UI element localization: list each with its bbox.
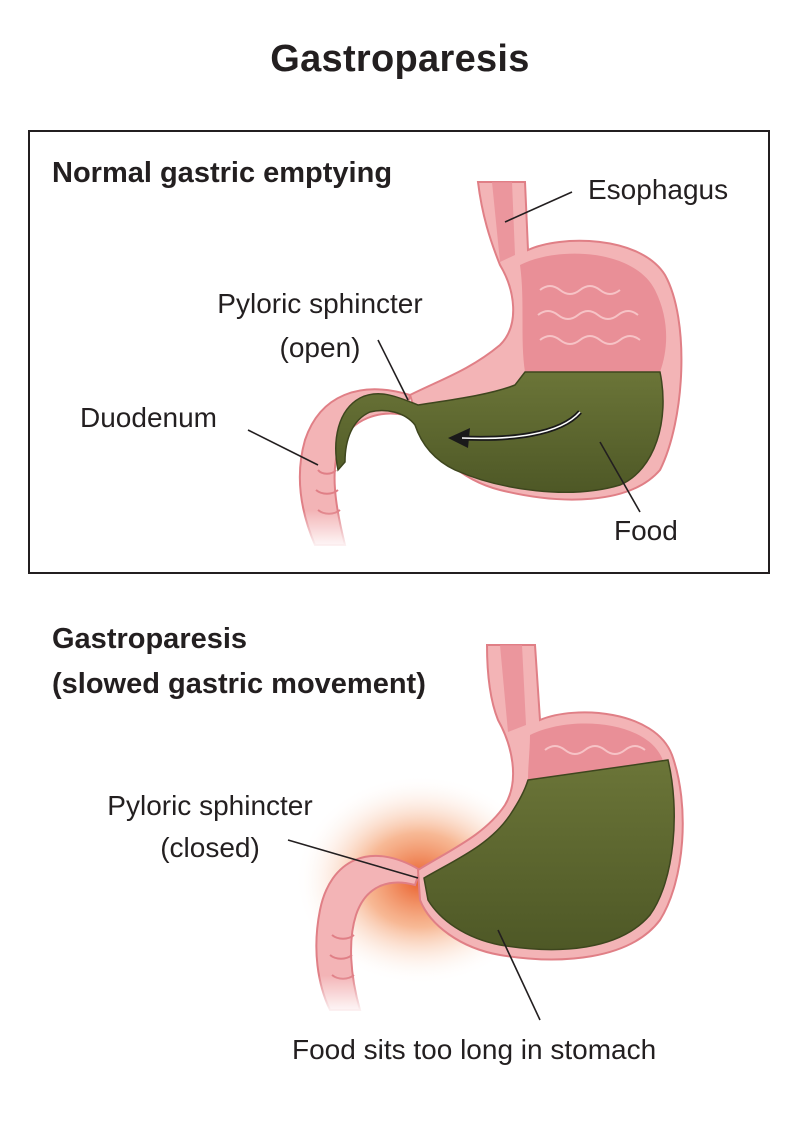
food-sits-label: Food sits too long in stomach <box>292 1034 657 1065</box>
normal-emptying-panel <box>28 130 770 574</box>
food-mass-retained <box>423 759 675 951</box>
normal-leader-lines <box>247 191 641 513</box>
pyloric-sphincter-label: Pyloric sphincter <box>217 288 423 319</box>
duodenum-label: Duodenum <box>80 402 217 433</box>
gastroparesis-subheading: (slowed gastric movement) <box>52 668 426 700</box>
figure-title: Gastroparesis <box>270 38 530 80</box>
pyloric-sphincter-closed-label: Pyloric sphincter <box>107 790 313 821</box>
food-label: Food <box>614 515 678 546</box>
food-mass <box>335 371 664 493</box>
normal-stomach <box>295 181 683 550</box>
gastroparesis-stomach <box>295 644 684 1015</box>
pyloric-closed-label: (closed) <box>160 832 260 863</box>
pyloric-open-label: (open) <box>279 332 361 363</box>
esophagus-label: Esophagus <box>588 174 729 205</box>
normal-heading: Normal gastric emptying <box>52 157 393 189</box>
gastroparesis-leader-lines <box>287 839 541 1021</box>
gastroparesis-heading: Gastroparesis <box>52 623 248 655</box>
